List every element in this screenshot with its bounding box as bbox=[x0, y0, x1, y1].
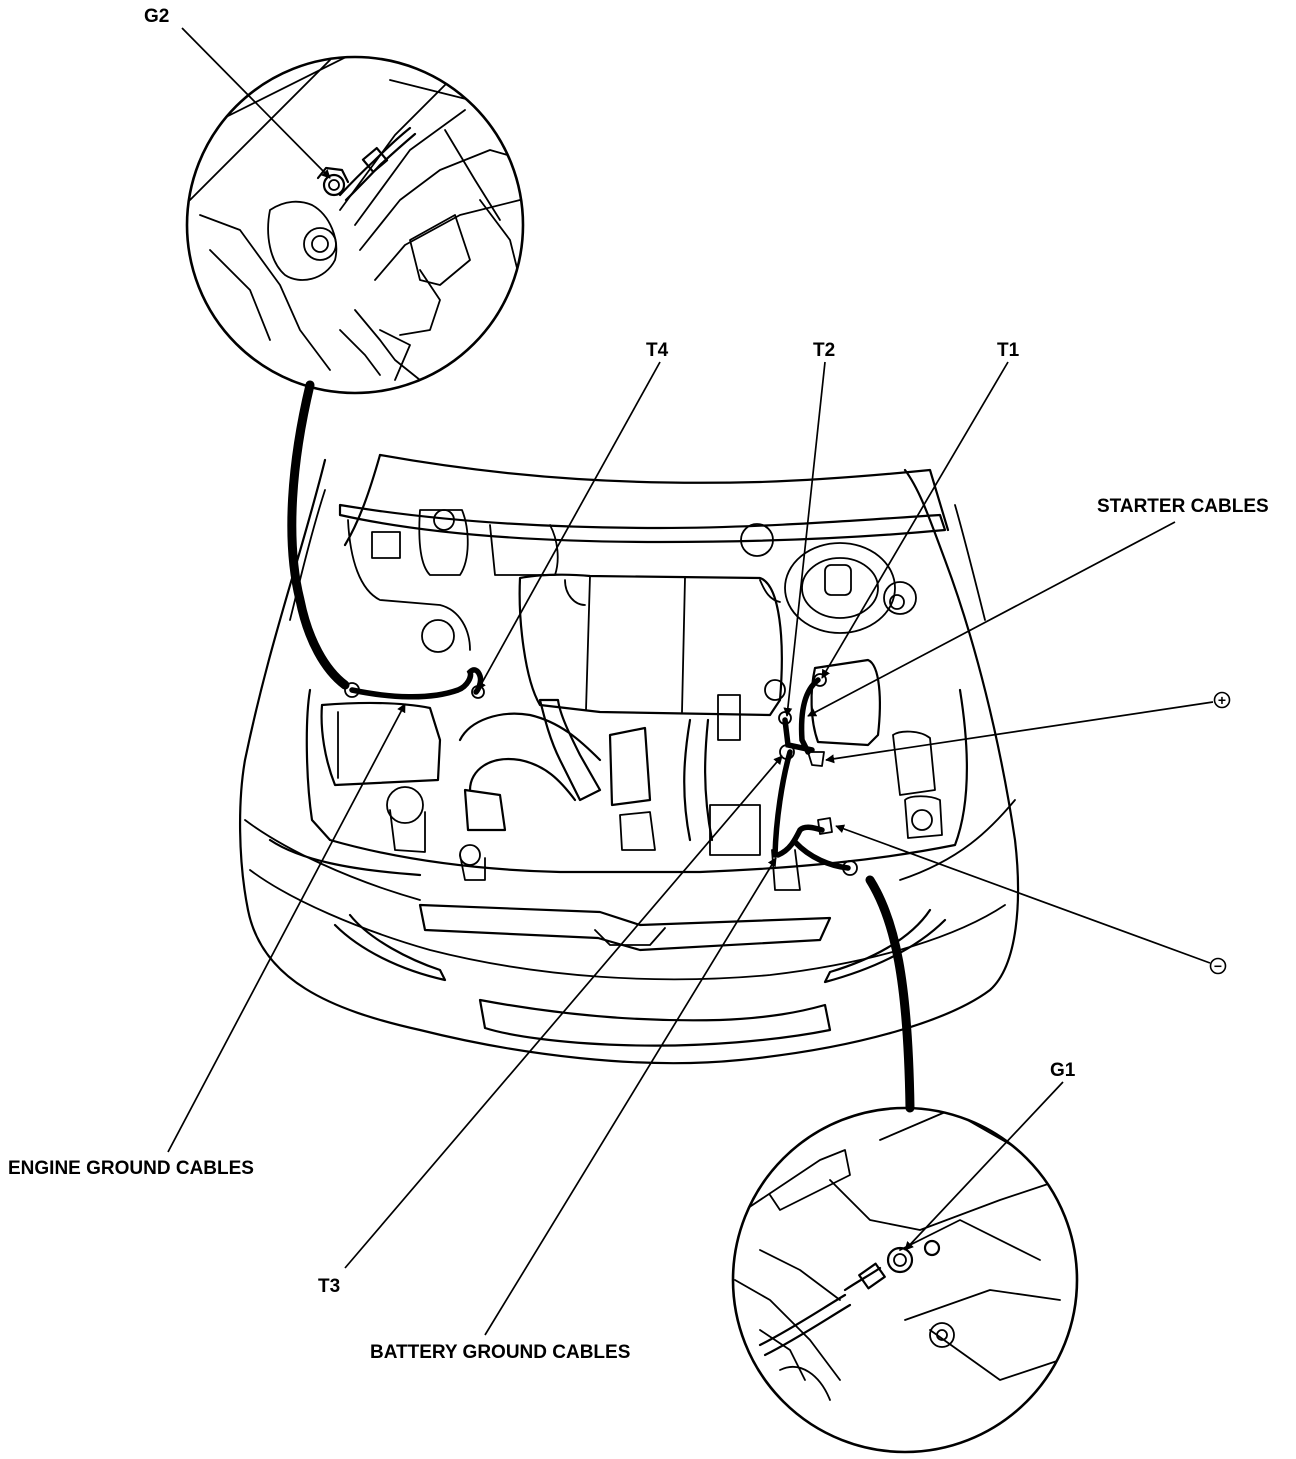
label-minus: − bbox=[1214, 958, 1222, 974]
g2-detail-view bbox=[185, 55, 525, 395]
label-plus: + bbox=[1218, 692, 1226, 708]
cables bbox=[287, 380, 915, 1113]
labels: G2 T4 T2 T1 STARTER CABLES + − G1 ENGINE… bbox=[8, 6, 1269, 1363]
leader-t3 bbox=[344, 755, 783, 1269]
label-battery-ground-cables: BATTERY GROUND CABLES bbox=[370, 1342, 630, 1363]
label-g2: G2 bbox=[144, 6, 169, 27]
leader-g2 bbox=[181, 27, 331, 179]
label-t4: T4 bbox=[646, 340, 669, 361]
leader-engine-ground bbox=[167, 703, 406, 1153]
label-t2: T2 bbox=[813, 340, 835, 361]
label-engine-ground-cables: ENGINE GROUND CABLES bbox=[8, 1158, 254, 1179]
battery-positive-terminal-symbol: + bbox=[1213, 691, 1231, 709]
leader-t2 bbox=[783, 361, 826, 717]
leader-minus bbox=[835, 824, 1211, 964]
leader-g1 bbox=[904, 1081, 1064, 1251]
g1-detail-view bbox=[731, 1106, 1079, 1454]
leader-t1 bbox=[821, 361, 1009, 679]
car-body bbox=[238, 453, 1020, 1065]
leader-starter-cables bbox=[807, 521, 1176, 717]
leader-lines bbox=[167, 27, 1214, 1336]
label-t1: T1 bbox=[997, 340, 1020, 361]
label-g1: G1 bbox=[1050, 1060, 1076, 1081]
label-starter-cables: STARTER CABLES bbox=[1097, 496, 1269, 517]
leader-battery-ground bbox=[484, 857, 777, 1336]
label-t3: T3 bbox=[318, 1276, 340, 1297]
engine-components bbox=[320, 509, 943, 891]
leader-plus bbox=[825, 701, 1214, 764]
leader-t4 bbox=[477, 361, 661, 691]
battery-negative-terminal-symbol: − bbox=[1209, 957, 1227, 975]
